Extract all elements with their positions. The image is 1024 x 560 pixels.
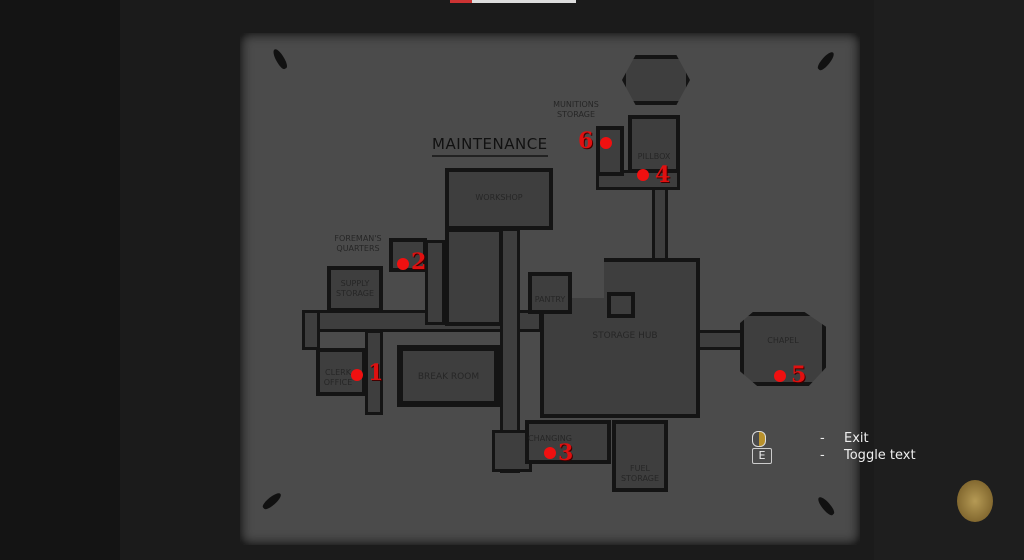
label-chapel: CHAPEL bbox=[767, 336, 799, 345]
stairs bbox=[425, 240, 445, 325]
map-title: MAINTENANCE bbox=[432, 135, 548, 157]
marker-number: 1 bbox=[368, 360, 384, 386]
label-clerk: CLERK OFFICE bbox=[323, 368, 353, 387]
marker-dot[interactable] bbox=[637, 169, 649, 181]
compass-icon bbox=[957, 480, 993, 522]
label-pillbox: PILLBOX bbox=[637, 152, 671, 161]
marker-dot[interactable] bbox=[544, 447, 556, 459]
corridor bbox=[652, 185, 668, 265]
background-right bbox=[874, 0, 1024, 560]
marker-number: 2 bbox=[411, 249, 427, 275]
label-changing: CHANGING bbox=[528, 434, 572, 443]
room-changing bbox=[525, 420, 611, 464]
room-pillbox bbox=[628, 115, 680, 173]
marker-dot[interactable] bbox=[397, 258, 409, 270]
pillbox-top-room bbox=[622, 55, 690, 105]
marker-dot[interactable] bbox=[774, 370, 786, 382]
room-pantry bbox=[528, 272, 572, 314]
label-storage-hub: STORAGE HUB bbox=[592, 331, 658, 341]
e-key-icon: E bbox=[752, 448, 772, 464]
label-foreman: FOREMAN'S QUARTERS bbox=[334, 234, 382, 253]
room-workshop-lower bbox=[445, 228, 503, 326]
label-pantry: PANTRY bbox=[534, 295, 566, 304]
exit-separator: - bbox=[820, 431, 825, 446]
marker-number: 4 bbox=[655, 162, 671, 188]
progress-bar bbox=[450, 0, 576, 3]
mouse-icon bbox=[752, 431, 766, 447]
marker-number: 3 bbox=[558, 440, 574, 466]
room-fuel bbox=[612, 420, 668, 492]
label-fuel: FUEL STORAGE bbox=[620, 464, 660, 483]
toggle-separator: - bbox=[820, 448, 825, 463]
background-left bbox=[0, 0, 120, 560]
marker-dot[interactable] bbox=[600, 137, 612, 149]
pillar bbox=[607, 292, 635, 318]
corridor bbox=[302, 310, 320, 350]
label-break: BREAK ROOM bbox=[417, 372, 480, 382]
corridor bbox=[365, 330, 383, 415]
room-supply bbox=[327, 266, 383, 312]
toggle-text-label[interactable]: Toggle text bbox=[844, 448, 916, 463]
marker-number: 6 bbox=[578, 128, 594, 154]
label-workshop: WORKSHOP bbox=[475, 193, 523, 202]
marker-dot[interactable] bbox=[351, 369, 363, 381]
room-munitions bbox=[596, 126, 624, 176]
label-munitions: MUNITIONS STORAGE bbox=[553, 100, 599, 119]
exit-label[interactable]: Exit bbox=[844, 431, 869, 446]
marker-number: 5 bbox=[791, 362, 807, 388]
label-supply: SUPPLY STORAGE bbox=[335, 279, 375, 298]
room-break bbox=[397, 345, 500, 407]
